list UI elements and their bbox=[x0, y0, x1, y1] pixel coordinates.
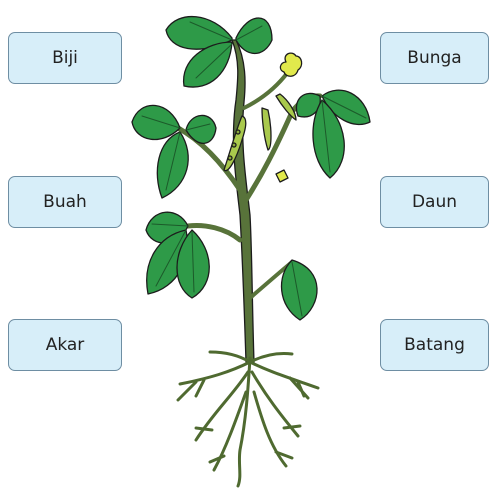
main-stem bbox=[232, 40, 254, 362]
leaf-lower-right bbox=[282, 260, 318, 320]
leaf-upper-left-2 bbox=[186, 115, 216, 143]
leaf-upper-left-3 bbox=[157, 132, 188, 198]
leaf-top-right bbox=[236, 18, 272, 54]
flower-bud-icon bbox=[276, 170, 288, 182]
leaf-upper-left-1 bbox=[132, 105, 180, 139]
flower-icon bbox=[280, 53, 301, 76]
pod-center bbox=[262, 108, 271, 150]
roots bbox=[178, 352, 318, 486]
